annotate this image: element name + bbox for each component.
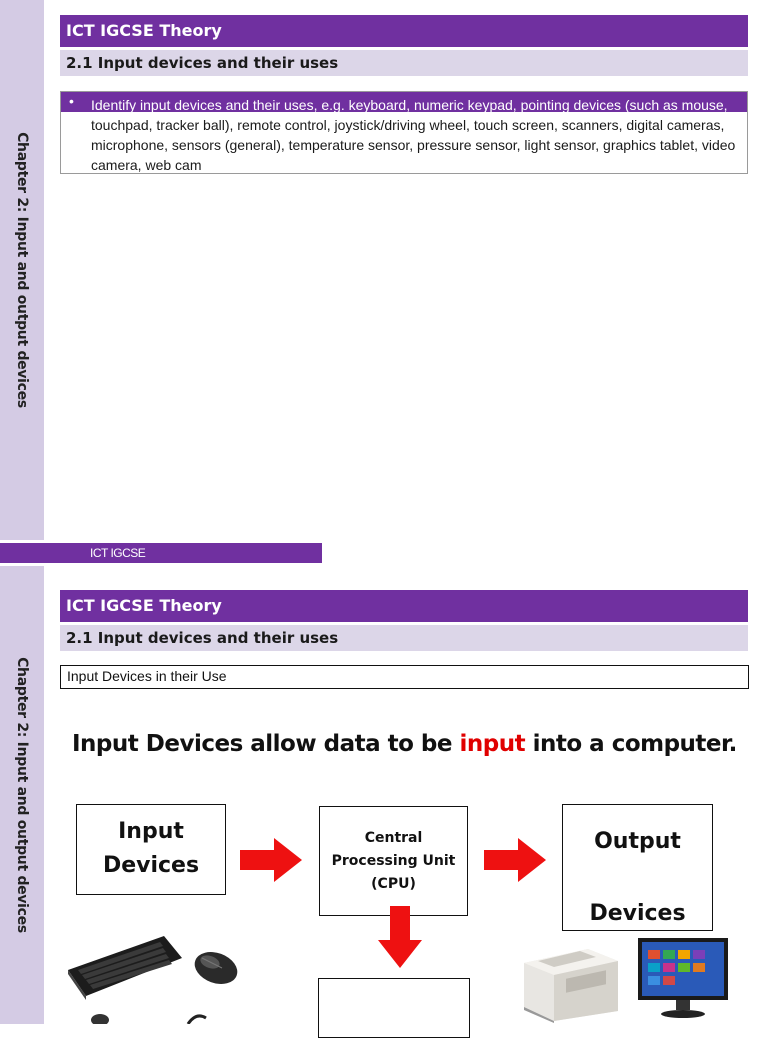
intro-statement: Input Devices allow data to be input int… bbox=[72, 731, 737, 757]
chapter-sidebar: Chapter 2: Input and output devices bbox=[0, 566, 44, 1024]
box-line: Output bbox=[594, 829, 681, 854]
cpu-box: Central Processing Unit (CPU) bbox=[319, 806, 468, 916]
mouse-image bbox=[194, 952, 238, 984]
chapter-sidebar: Chapter 2: Input and output devices bbox=[0, 0, 44, 540]
printer-image bbox=[524, 949, 618, 1023]
arrow-right-icon bbox=[240, 838, 302, 882]
chapter-label: Chapter 2: Input and output devices bbox=[14, 132, 30, 408]
box-line: Input bbox=[118, 819, 184, 844]
objective-band bbox=[61, 92, 747, 112]
bullet-icon: • bbox=[69, 93, 74, 109]
statement-part: Input Devices allow data to be bbox=[72, 731, 460, 757]
footer-bar: ICT IGCSE bbox=[0, 543, 322, 563]
slide-subheader: 2.1 Input devices and their uses bbox=[60, 50, 748, 76]
box-line: Central bbox=[364, 830, 423, 846]
slide-header: ICT IGCSE Theory bbox=[60, 15, 748, 47]
footer-label: ICT IGCSE bbox=[90, 546, 146, 560]
section-title-box: Input Devices in their Use bbox=[60, 665, 749, 689]
objective-text: Identify input devices and their uses, e… bbox=[91, 97, 736, 173]
box-line: Devices bbox=[102, 853, 200, 878]
monitor-image bbox=[638, 938, 728, 1018]
slide-2: Chapter 2: Input and output devices ICT … bbox=[0, 566, 768, 1038]
keyboard-image bbox=[68, 936, 182, 1000]
joystick-image bbox=[91, 1014, 207, 1024]
output-devices-box: Output Devices bbox=[562, 804, 713, 931]
arrow-down-icon bbox=[378, 906, 422, 968]
storage-box bbox=[318, 978, 470, 1038]
statement-highlight: input bbox=[459, 731, 526, 757]
chapter-label: Chapter 2: Input and output devices bbox=[14, 657, 30, 933]
input-devices-box: Input Devices bbox=[76, 804, 226, 895]
slide-subheader: 2.1 Input devices and their uses bbox=[60, 625, 748, 651]
statement-part: into a computer. bbox=[525, 731, 738, 757]
box-line: Devices bbox=[589, 901, 686, 926]
box-line: (CPU) bbox=[371, 876, 416, 892]
box-line: Processing Unit bbox=[331, 853, 456, 869]
slide-1: Chapter 2: Input and output devices ICT … bbox=[0, 0, 748, 540]
arrow-right-icon bbox=[484, 838, 546, 882]
learning-objective-box: • Identify input devices and their uses,… bbox=[60, 91, 748, 174]
slide-header: ICT IGCSE Theory bbox=[60, 590, 748, 622]
